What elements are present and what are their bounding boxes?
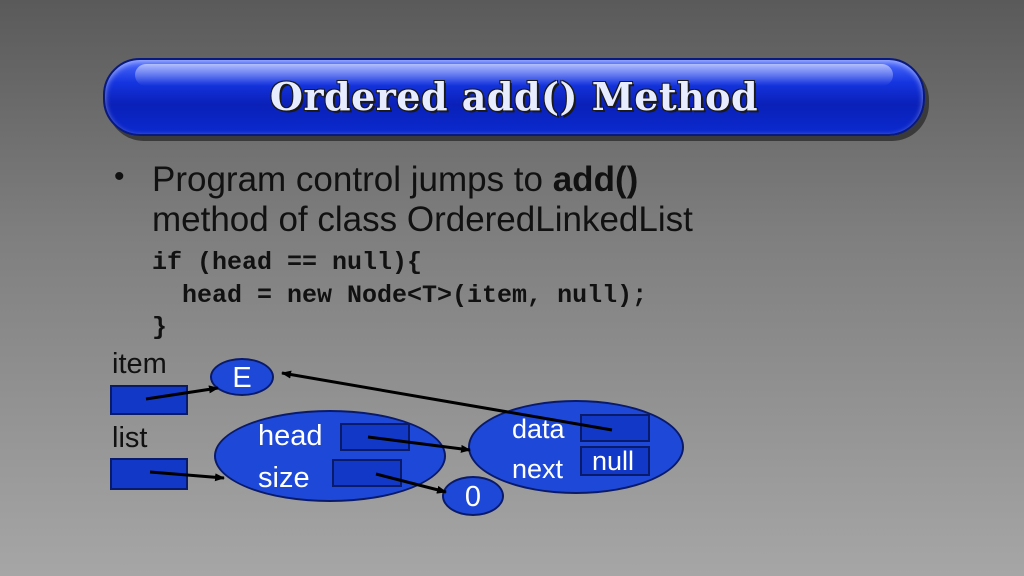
title-banner: Ordered add() Method	[103, 58, 925, 136]
list-reference-box	[110, 458, 188, 490]
slide-title: Ordered add() Method	[269, 74, 759, 119]
size-field-label: size	[258, 462, 310, 494]
data-field-label: data	[512, 414, 565, 444]
new-node: data next	[468, 400, 684, 494]
bullet-text-after: method of class OrderedLinkedList	[152, 200, 693, 239]
bullet-text: Program control jumps to add() method of…	[152, 160, 912, 240]
list-node: head size	[214, 410, 446, 502]
head-field-label: head	[258, 420, 323, 452]
item-reference-box	[110, 385, 188, 415]
bullet-method-name: add()	[552, 160, 639, 199]
next-value: null	[592, 446, 635, 476]
next-field-label: next	[512, 454, 564, 484]
size-field-box	[332, 459, 402, 487]
element-value: E	[232, 362, 252, 394]
item-label: item	[112, 348, 167, 380]
list-label: list	[112, 422, 148, 454]
code-line-1: if (head == null){	[152, 248, 423, 277]
next-field-box: null	[580, 446, 650, 476]
head-field-box	[340, 423, 410, 451]
size-value-node: 0	[442, 476, 504, 516]
size-value: 0	[464, 481, 482, 513]
code-line-3: }	[152, 313, 168, 342]
bullet-dot: •	[114, 160, 125, 193]
code-line-2: head = new Node<T>(item, null);	[152, 281, 648, 310]
bullet-text-before: Program control jumps to	[152, 160, 553, 199]
element-node: E	[210, 358, 274, 396]
data-field-box	[580, 414, 650, 442]
